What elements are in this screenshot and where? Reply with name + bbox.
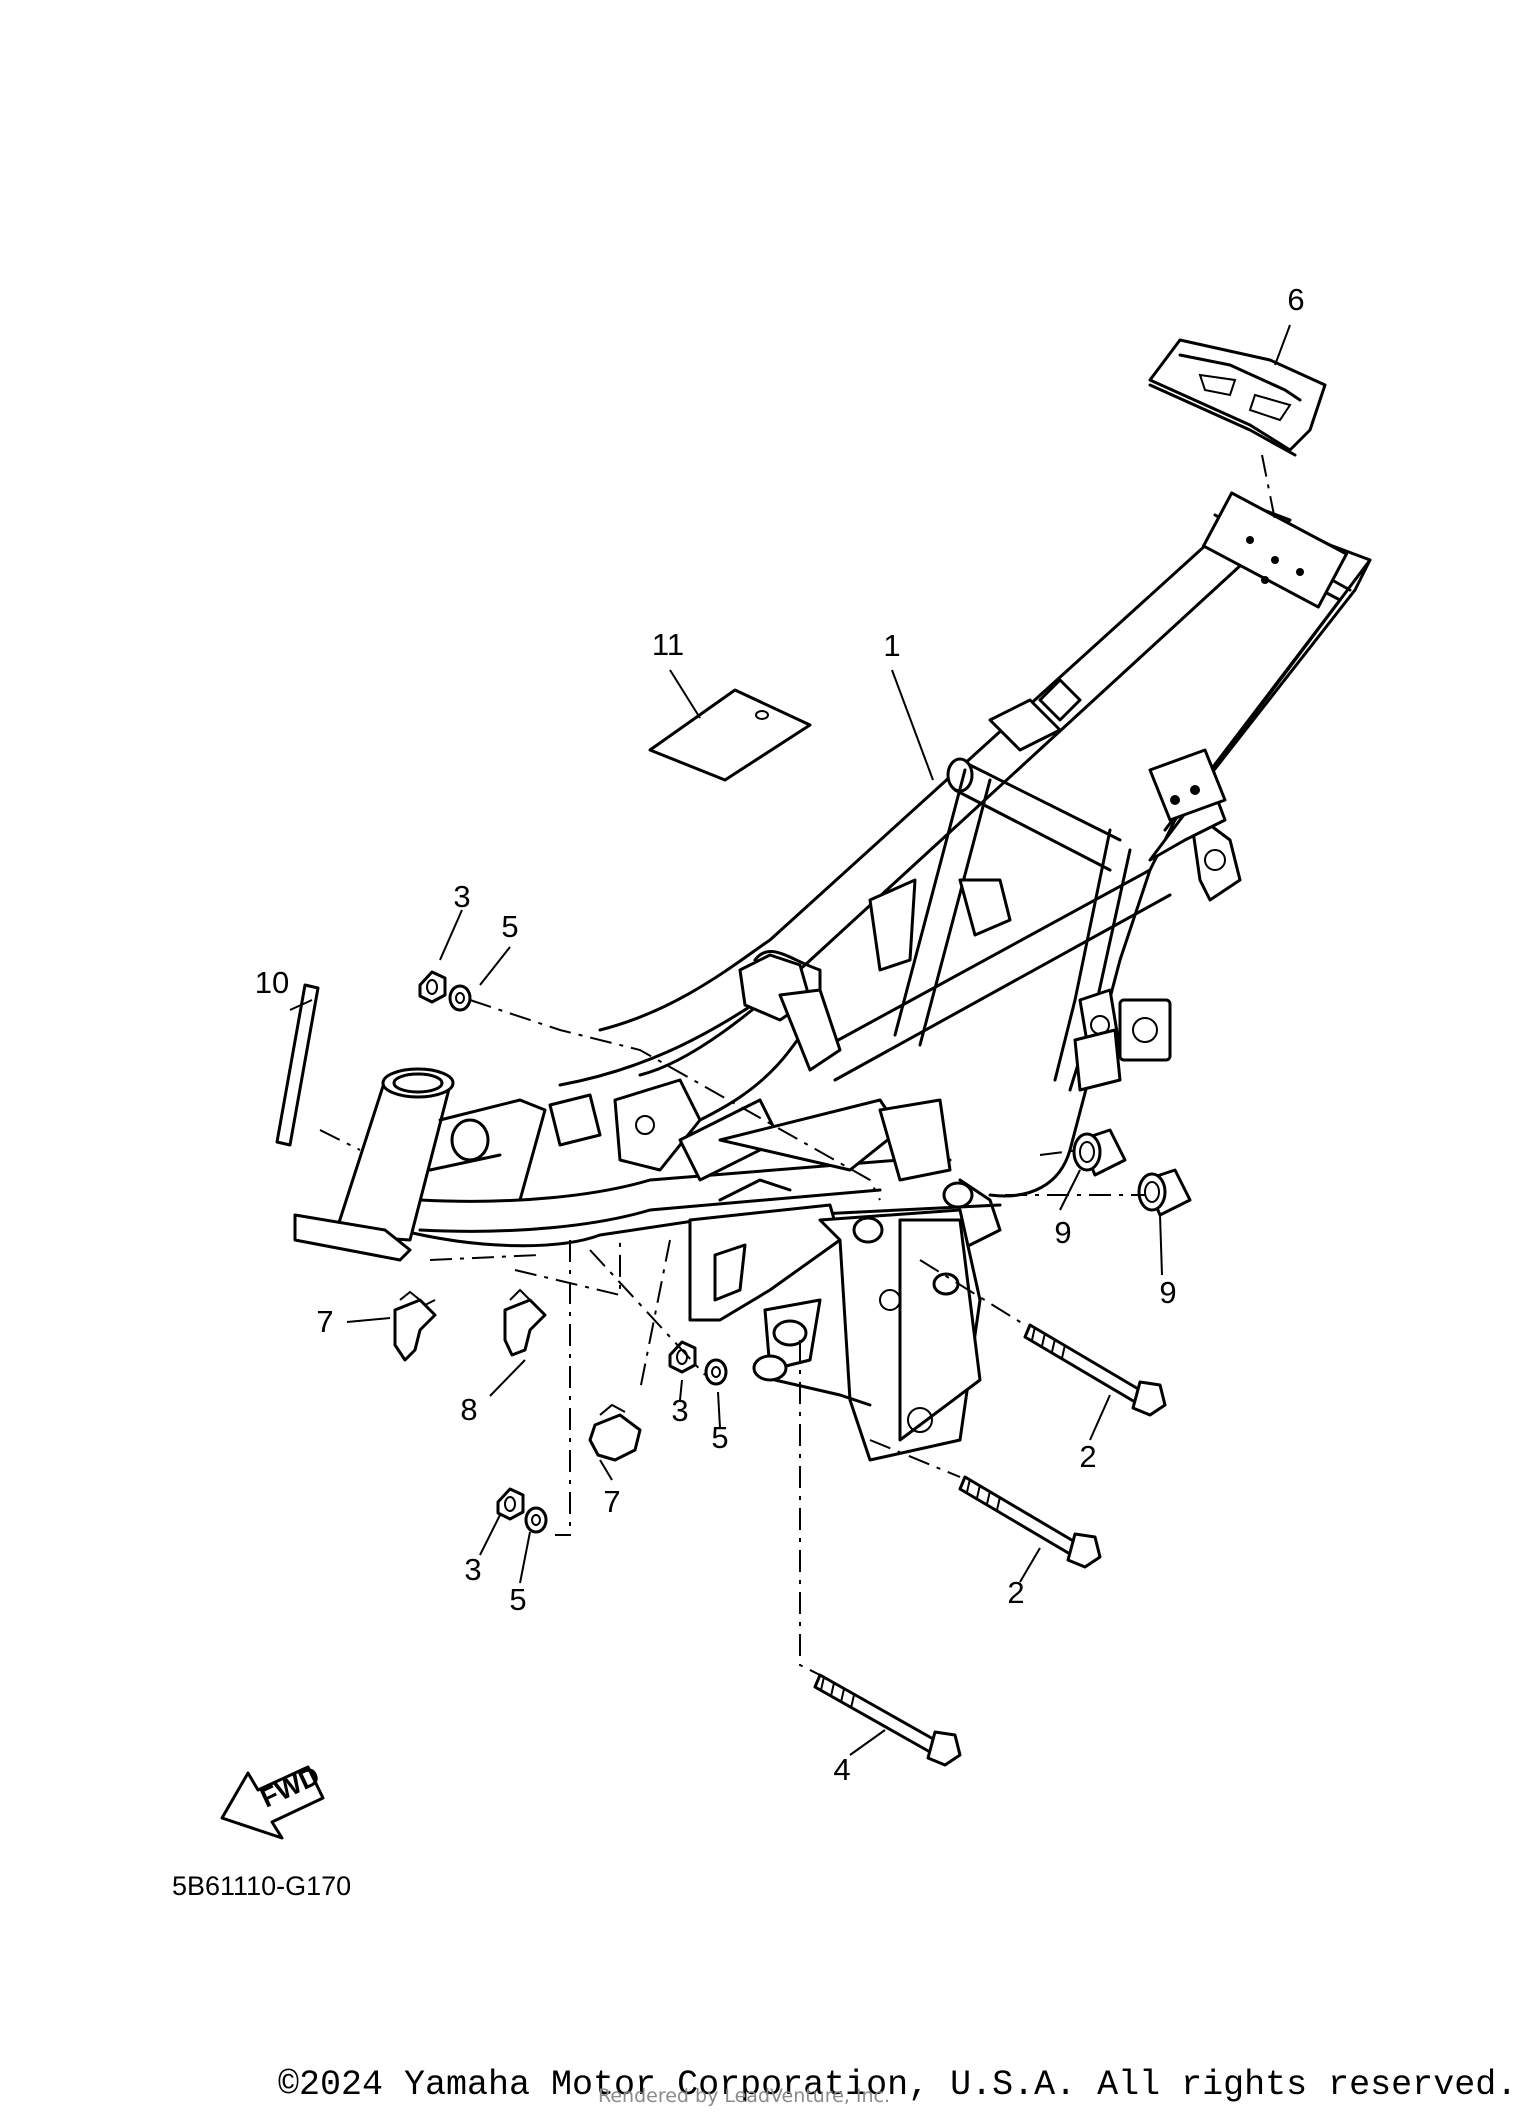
callout-2-lower: 2 — [1007, 1575, 1024, 1610]
callout-3-middle: 3 — [671, 1393, 688, 1428]
nut-part-3-top[interactable] — [418, 970, 447, 1004]
rendered-by-notice: Rendered by LeadVenture, Inc. — [598, 2085, 891, 2107]
callout-1: 1 — [883, 628, 900, 663]
callout-6: 6 — [1287, 282, 1304, 317]
callouts: 6 1 11 3 5 10 7 8 7 3 5 3 5 2 2 4 9 9 — [255, 282, 1305, 1787]
washer-part-5-bottom[interactable] — [524, 1506, 548, 1534]
fwd-arrow-icon: FWD — [220, 1760, 325, 1840]
callout-8: 8 — [460, 1392, 477, 1427]
callout-7-right: 7 — [603, 1484, 620, 1519]
copyright-notice: ©2024 Yamaha Motor Corporation, U.S.A. A… — [278, 2065, 1517, 2105]
diagram-code: 5B61110-G170 — [172, 1871, 351, 1901]
callout-5-top: 5 — [501, 909, 518, 944]
callout-2-upper: 2 — [1079, 1439, 1096, 1474]
callout-11: 11 — [652, 627, 684, 662]
callout-5-middle: 5 — [711, 1420, 728, 1455]
bolt-part-2-upper[interactable] — [1023, 1323, 1167, 1417]
bolt-part-4[interactable] — [813, 1673, 962, 1767]
label-part-11[interactable] — [648, 688, 812, 782]
washer-part-5-top[interactable] — [448, 984, 472, 1012]
callout-3-top: 3 — [453, 879, 470, 914]
bushing-part-9-b[interactable] — [1137, 1168, 1192, 1217]
frame-assembly[interactable] — [293, 491, 1372, 1462]
callout-9-b: 9 — [1159, 1275, 1176, 1310]
washer-part-5-middle[interactable] — [704, 1358, 728, 1386]
bolt-part-2-lower[interactable] — [958, 1475, 1102, 1569]
callout-10: 10 — [255, 965, 289, 1000]
strip-part-10[interactable] — [275, 983, 320, 1147]
seat-bracket-part-6[interactable] — [1148, 338, 1327, 457]
callout-9-a: 9 — [1054, 1215, 1071, 1250]
clamp-part-7-right[interactable] — [588, 1403, 642, 1462]
bushing-part-9-a[interactable] — [1072, 1128, 1127, 1177]
nut-part-3-middle[interactable] — [668, 1340, 697, 1374]
callout-7-left: 7 — [316, 1304, 333, 1339]
leader-lines — [289, 324, 1291, 1756]
callout-4: 4 — [833, 1752, 850, 1787]
callout-5-bottom: 5 — [509, 1582, 526, 1617]
assembly-lines — [319, 454, 1276, 1676]
nut-part-3-bottom[interactable] — [496, 1487, 525, 1521]
clamp-part-8[interactable] — [503, 1288, 547, 1357]
clamp-part-7-left[interactable] — [393, 1290, 437, 1362]
callout-3-bottom: 3 — [464, 1552, 481, 1587]
